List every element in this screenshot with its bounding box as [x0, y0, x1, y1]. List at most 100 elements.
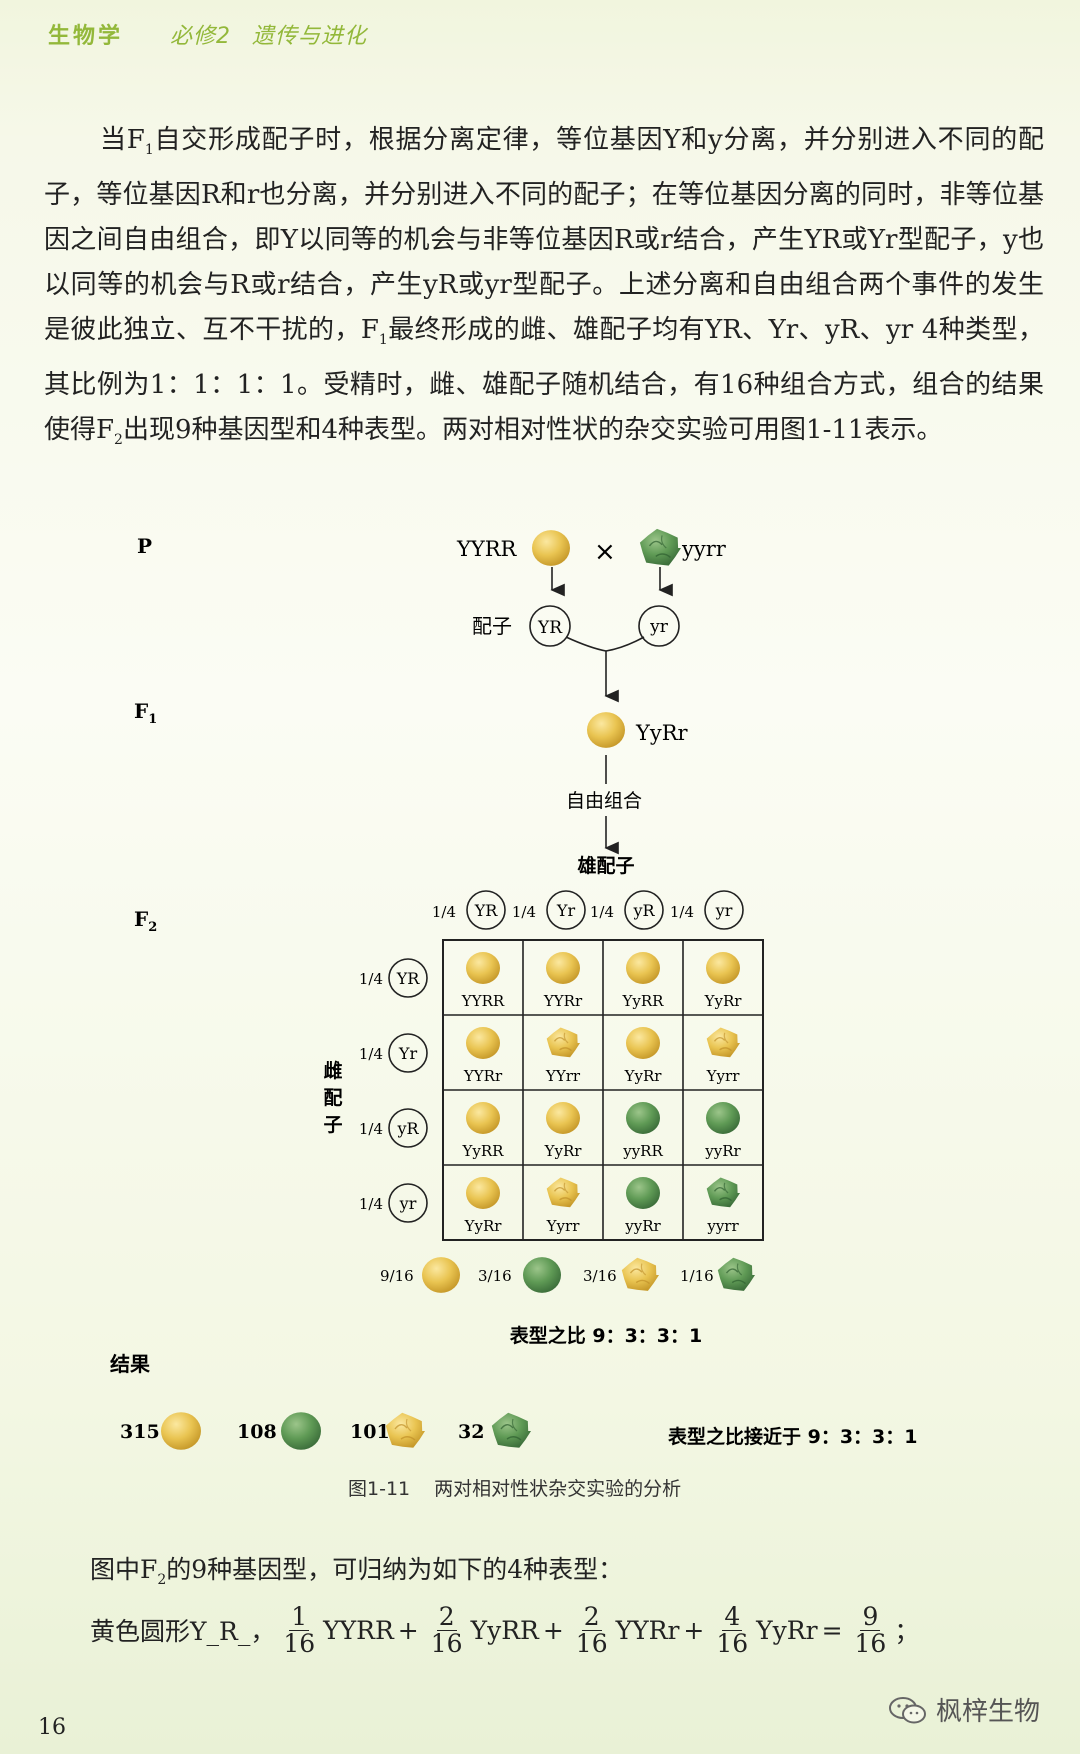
parent-yellow-round-pea [532, 530, 570, 566]
parent-green-wrinkled-pea [640, 529, 681, 566]
formula-genotype-2: YyRR [471, 1616, 539, 1645]
punnett-cell: yyRr [624, 1177, 661, 1235]
formula-op-3: + [683, 1616, 704, 1645]
punnett-cell: YyRR [622, 952, 665, 1010]
female-gamete-circle: yR [389, 1109, 427, 1147]
cell-pea [706, 1102, 740, 1134]
female-gamete-2: 1/4Yr [359, 1034, 427, 1072]
phenotype-fraction-1: 9/16 [380, 1257, 460, 1293]
female-label-1: 雌 [323, 1059, 342, 1082]
fraction-text: 3/16 [583, 1267, 617, 1285]
cell-genotype: yyRR [622, 1142, 663, 1160]
punnett-cell: YYRR [461, 952, 505, 1010]
formula-genotype-3: YYRr [616, 1616, 680, 1645]
result-count: 315 [120, 1421, 160, 1443]
male-gamete-3: 1/4 yR [590, 891, 663, 929]
fraction-pea [718, 1258, 755, 1291]
cell-genotype: YYRr [543, 992, 583, 1010]
female-label-3: 子 [323, 1114, 342, 1136]
fraction-pea [523, 1257, 561, 1293]
formula-lead: 黄色圆形Y_R_， [90, 1612, 275, 1648]
svg-text:yr: yr [399, 1194, 417, 1213]
svg-text:Yr: Yr [556, 901, 576, 920]
female-gamete-prob: 1/4 [359, 1195, 383, 1213]
cell-genotype: yyRr [704, 1142, 741, 1160]
page-number: 16 [38, 1715, 66, 1740]
f1-pea-shape [587, 712, 625, 748]
results-ratio-text: 表型之比接近于 9：3：3：1 [668, 1425, 918, 1448]
cell-genotype: YyRR [462, 1142, 505, 1160]
result-count: 108 [237, 1421, 277, 1443]
formula-op-1: + [398, 1616, 419, 1645]
cell-pea [707, 1028, 740, 1058]
gamete-left-label: YR [537, 618, 563, 638]
result-pea [492, 1413, 531, 1448]
cell-genotype: YyRr [464, 1217, 503, 1235]
watermark-text: 枫梓生物 [936, 1691, 1040, 1728]
svg-text:Yr: Yr [398, 1044, 418, 1063]
f1-yellow-round-pea [587, 712, 625, 748]
result-4: 32 [458, 1413, 531, 1448]
result-2: 108 [237, 1412, 321, 1450]
cell-genotype: YyRR [622, 992, 665, 1010]
male-gametes-label: 雄配子 [576, 854, 634, 877]
cell-genotype: yyRr [624, 1217, 661, 1235]
cell-pea [466, 1102, 500, 1134]
summary-text-1: 图中F [90, 1555, 157, 1584]
cell-pea [466, 1177, 500, 1209]
cell-genotype: YYRr [463, 1067, 503, 1085]
gen-label-p: P [137, 534, 152, 558]
result-pea [161, 1412, 201, 1450]
punnett-cell: YYrr [545, 1028, 581, 1086]
male-gamete-prob: 1/4 [670, 903, 694, 921]
cell-genotype: YyRr [624, 1067, 663, 1085]
gamete-join-lines [566, 637, 644, 651]
svg-text:YR: YR [396, 969, 421, 988]
wechat-icon [888, 1695, 928, 1725]
svg-text:yR: yR [632, 901, 655, 920]
summary-line: 图中F2的9种基因型，可归纳为如下的4种表型： [90, 1550, 623, 1588]
fraction-text: 9/16 [380, 1267, 414, 1285]
svg-text:yR: yR [396, 1119, 419, 1138]
punnett-cell: yyrr [706, 1178, 740, 1236]
result-pea [386, 1413, 425, 1448]
cell-pea [547, 1028, 580, 1058]
punnett-cell: YyRr [464, 1177, 503, 1235]
fraction-2: 216 [431, 1604, 463, 1657]
watermark: 枫梓生物 [888, 1691, 1040, 1728]
male-gamete-circle: Yr [547, 891, 585, 929]
cell-pea [706, 952, 740, 984]
cell-pea [546, 952, 580, 984]
gen-label-f1: F1 [134, 699, 157, 727]
fraction-pea [422, 1257, 460, 1293]
male-gamete-2: 1/4Yr [512, 891, 585, 929]
result-3: 101 [350, 1413, 425, 1448]
phenotype-fraction-3: 3/16 [583, 1258, 659, 1291]
formula-yellow-round: 黄色圆形Y_R_， 116 YYRR + 216 YyRR + 216 YYRr… [90, 1600, 919, 1660]
male-gamete-prob: 1/4 [590, 903, 614, 921]
formula-op-2: + [543, 1616, 564, 1645]
cell-pea [626, 1102, 660, 1134]
cross-symbol: × [594, 537, 616, 567]
svg-text:yr: yr [715, 901, 733, 920]
female-gamete-circle: yr [389, 1184, 427, 1222]
ratio-text: 表型之比 9：3：3：1 [510, 1324, 703, 1347]
punnett-cell: YYRr [543, 952, 583, 1010]
cell-pea [707, 1178, 740, 1208]
svg-text:YR: YR [474, 901, 499, 920]
gen-label-f2: F2 [134, 907, 157, 935]
summary-sub: 2 [157, 1572, 166, 1588]
punnett-cell: Yyrr [706, 1028, 741, 1086]
cell-genotype: Yyrr [706, 1067, 741, 1085]
cell-pea [547, 1178, 580, 1208]
punnett-cell: YyRr [544, 1102, 583, 1160]
free-combination-label: 自由组合 [566, 790, 642, 812]
cell-pea [626, 1177, 660, 1209]
cell-genotype: YYRR [461, 992, 505, 1010]
result-1: 315 [120, 1412, 201, 1450]
formula-op-4: = [822, 1616, 843, 1645]
punnett-cell: YyRr [704, 952, 743, 1010]
